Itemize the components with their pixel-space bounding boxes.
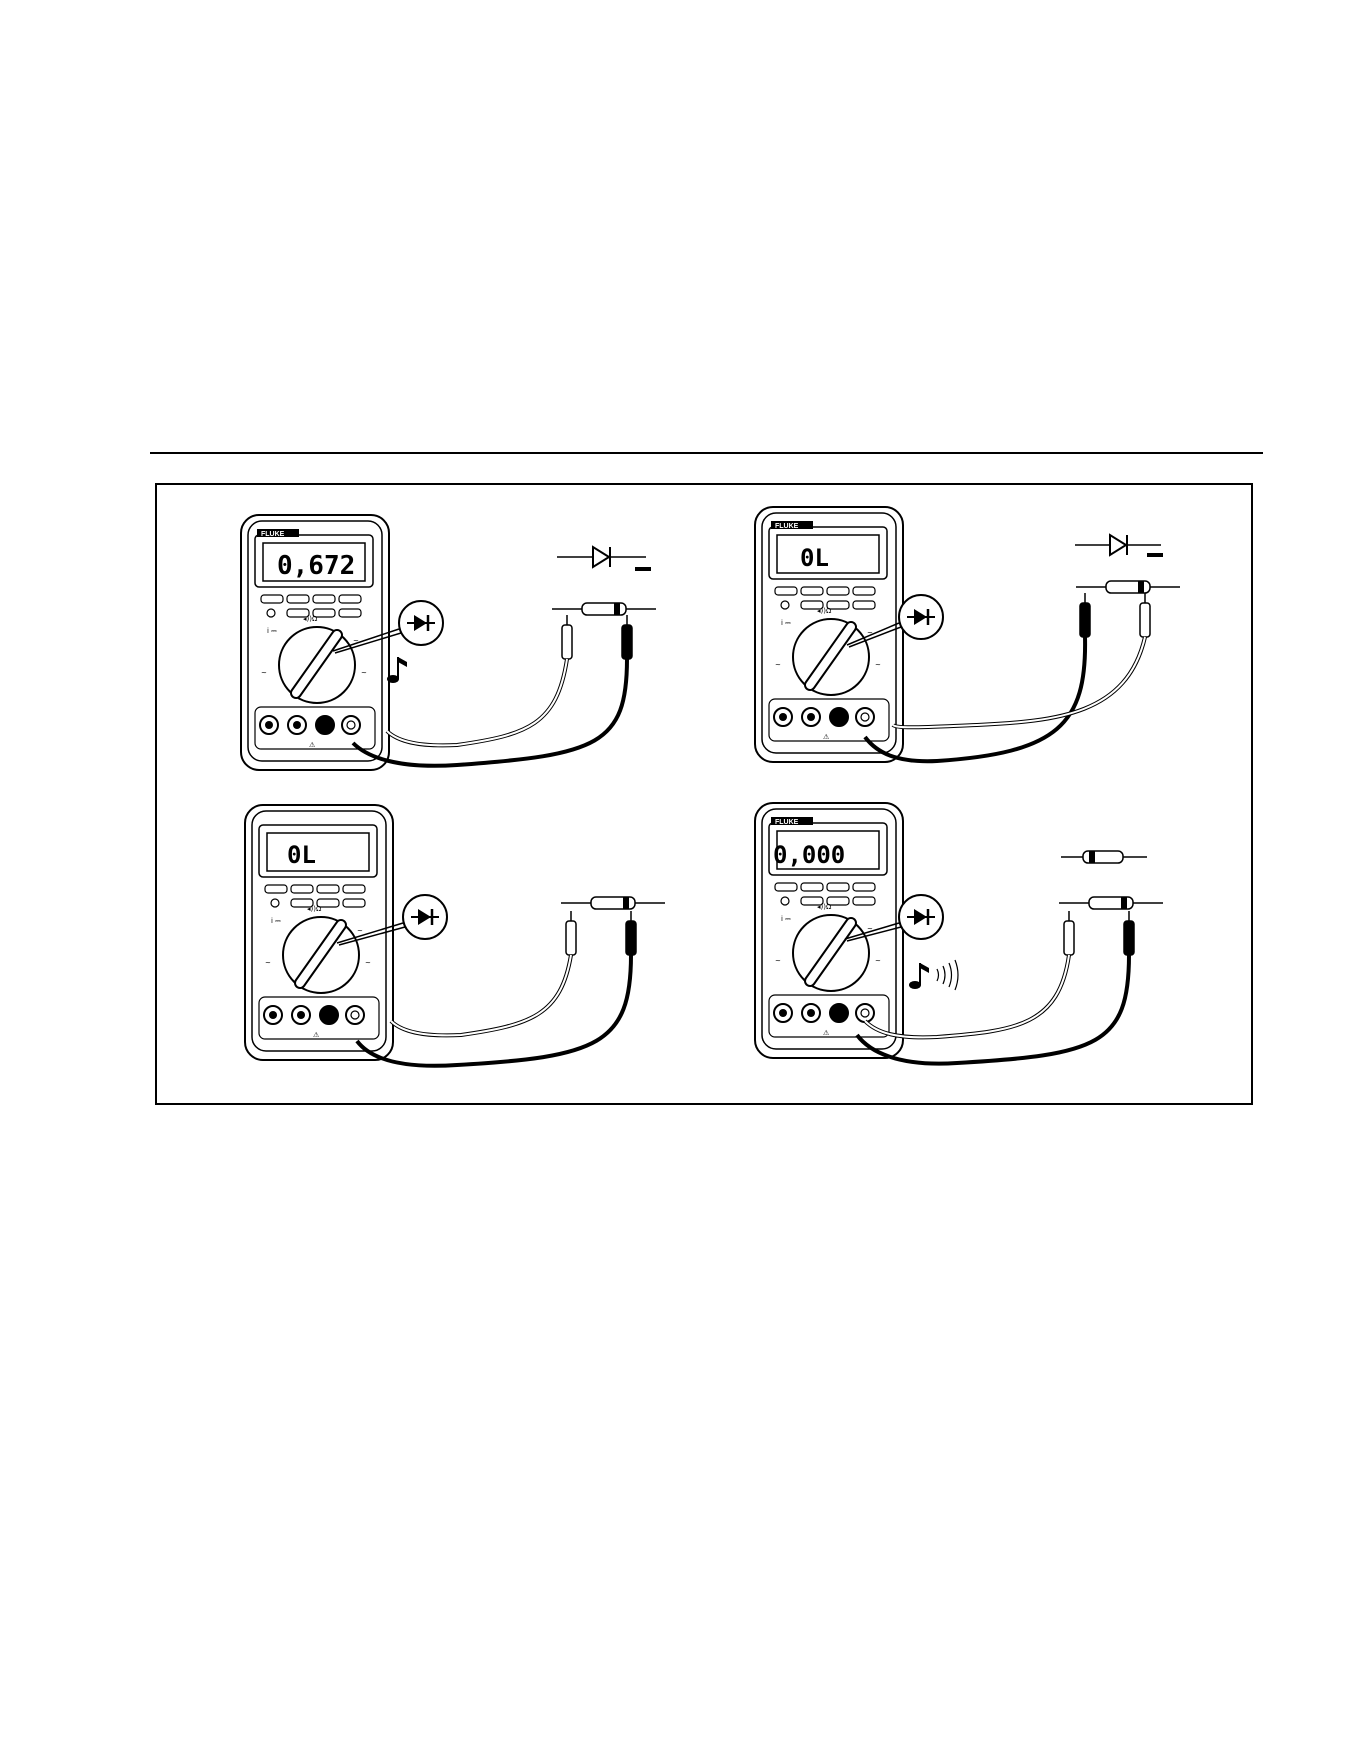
- red-probe: [1064, 911, 1074, 955]
- diode-callout-icon: [403, 895, 447, 939]
- red-probe: [562, 615, 572, 659]
- red-probe: [1140, 593, 1150, 637]
- diode-callout-icon: [899, 595, 943, 639]
- diode-icon: [557, 547, 651, 571]
- lcd-reading: 0,672: [277, 551, 355, 581]
- diode-component: [1076, 581, 1180, 593]
- meter-top-right: FLUKE 0L: [755, 507, 1180, 762]
- horizontal-rule: [150, 452, 1263, 454]
- diode-component: [561, 897, 665, 909]
- black-probe: [622, 615, 632, 659]
- meter-bottom-left: 0L: [245, 805, 665, 1066]
- red-probe: [566, 911, 576, 955]
- lcd-reading: 0L: [800, 544, 829, 572]
- brand-label: FLUKE: [261, 531, 285, 538]
- black-probe: [1124, 911, 1134, 955]
- meter-top-left: FLUKE 0,672: [241, 515, 656, 770]
- diode-callout-icon: [399, 601, 443, 645]
- diode-component: [1059, 897, 1163, 909]
- black-probe: [1080, 593, 1090, 637]
- brand-label: FLUKE: [775, 819, 799, 826]
- figure-diode-test: ⅰ ⎓ ◂))Ω ~ ~ ~ ⚠: [155, 483, 1253, 1105]
- brand-label: FLUKE: [775, 523, 799, 530]
- lcd-reading: 0,000: [773, 841, 845, 869]
- diode-callout-icon: [899, 895, 943, 939]
- continuous-beep-icon: [909, 960, 958, 990]
- meter-bottom-right: FLUKE 0,000: [755, 803, 1163, 1064]
- lcd-reading: 0L: [287, 841, 316, 869]
- diode-component: [552, 603, 656, 615]
- shorted-diode-icon: [1061, 851, 1147, 863]
- black-probe: [626, 911, 636, 955]
- diode-icon: [1075, 535, 1163, 557]
